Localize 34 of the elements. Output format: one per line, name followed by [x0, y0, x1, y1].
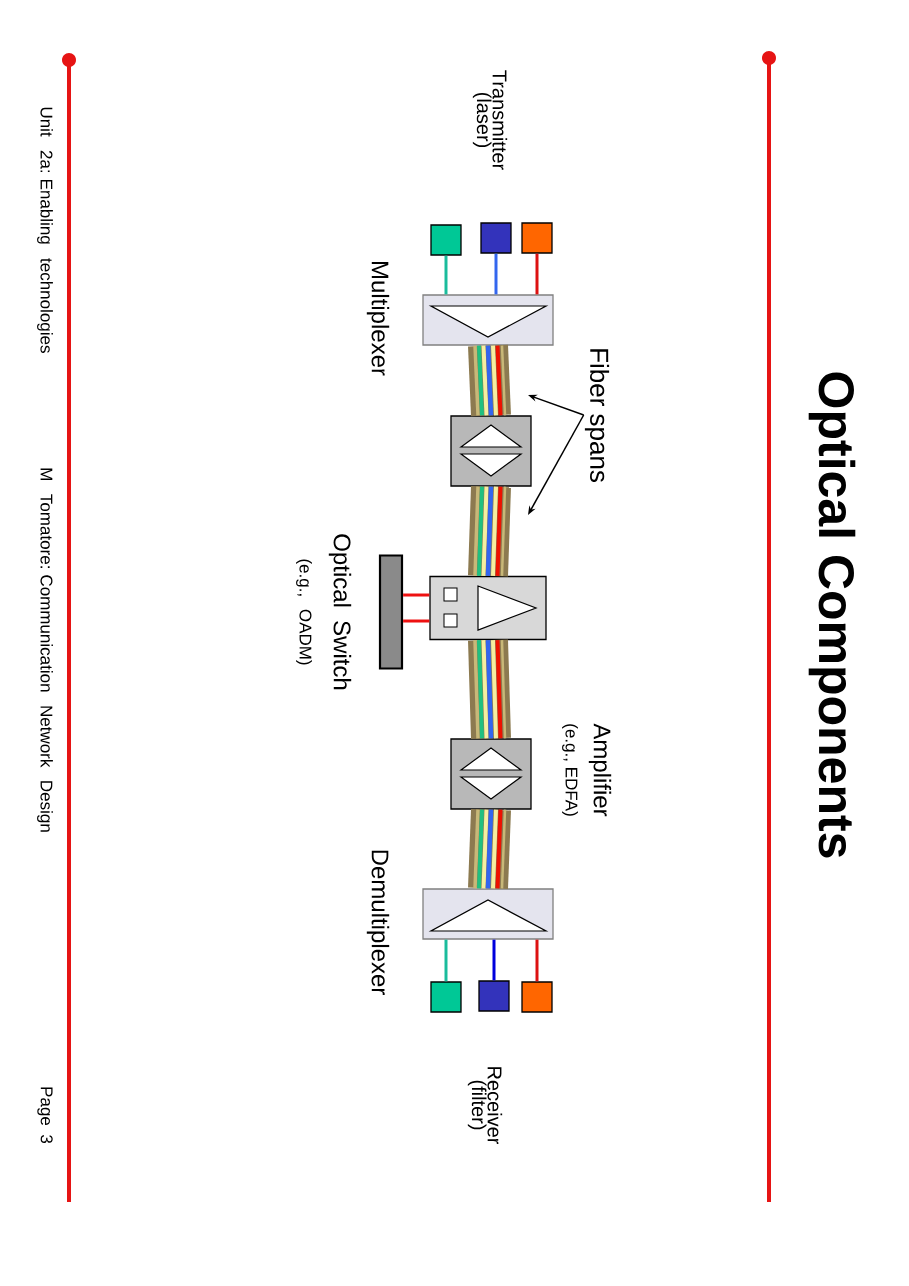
switch-box	[429, 575, 547, 641]
footer-text: Page 3	[37, 1087, 53, 1144]
component-label: Optical Switch	[328, 534, 352, 690]
example-note: (e.g., OADM)	[296, 559, 312, 665]
component-label: Multiplexer	[366, 261, 390, 376]
footer-text: Unit 2a: Enabling technologies	[37, 107, 53, 353]
fiber-line	[403, 619, 430, 623]
title: Optical Components	[808, 372, 856, 858]
caption: Receiver (filter)	[467, 1067, 503, 1145]
fiber-line	[444, 939, 448, 982]
square	[478, 980, 510, 1012]
fiber-line	[403, 593, 430, 597]
fiber-bundle	[468, 639, 511, 739]
fiber-line	[494, 253, 498, 295]
square	[480, 222, 512, 254]
fiber-bundle	[468, 808, 511, 890]
component-label: Amplifier	[588, 723, 612, 817]
component-label: Demultiplexer	[366, 850, 390, 995]
footer-text: M Tomatore: Communication Network Design	[37, 468, 53, 832]
amplifier-box	[450, 415, 532, 487]
fiber-bundle	[468, 486, 511, 577]
component-label: Fiber spans	[584, 349, 610, 482]
square	[521, 222, 553, 254]
fiber-line	[535, 253, 539, 295]
fiber-line	[444, 255, 448, 295]
fiber-line	[492, 939, 496, 981]
fiber-bundle	[468, 344, 511, 417]
square	[430, 981, 462, 1013]
square	[430, 224, 462, 256]
add-drop-bar	[378, 554, 404, 670]
fiber-line	[535, 939, 539, 982]
square	[521, 981, 553, 1013]
caption: Transmitter (laser)	[472, 70, 508, 170]
example-note: (e.g., EDFA)	[562, 724, 578, 816]
